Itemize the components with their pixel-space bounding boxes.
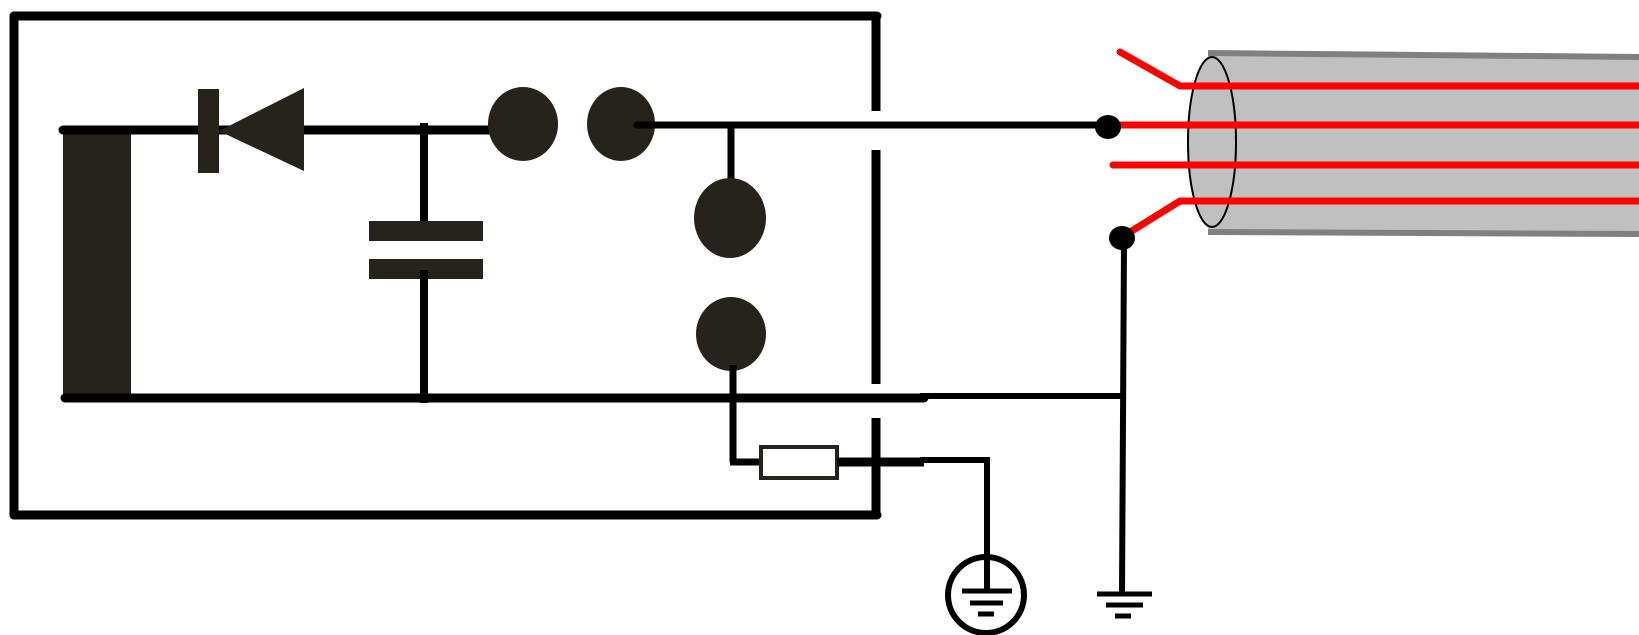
coaxial-cable (1107, 48, 1639, 241)
voltage-source-bar (63, 130, 131, 398)
diode-triangle (219, 88, 304, 171)
resistor (759, 445, 839, 480)
conductor-1-lead (1116, 48, 1184, 90)
capacitor (369, 123, 483, 403)
diode (198, 88, 304, 173)
spark-gap-upper-sphere-left (488, 87, 558, 161)
cable-input-node (1095, 115, 1121, 139)
shield-node (1109, 226, 1135, 250)
spark-gap-lower-sphere-bottom (696, 297, 766, 371)
capacitor-plate-bottom (369, 259, 483, 279)
spark-gap-upper (488, 87, 655, 161)
cable-edge-top (1207, 50, 1639, 60)
ground-circle (945, 554, 1027, 635)
shield-ground-wire (1119, 243, 1127, 593)
ground-symbol-cable-shield (1097, 591, 1152, 619)
cable-edge-bottom (1207, 229, 1639, 237)
cable-end-face (1187, 56, 1237, 228)
ground-symbol-circled (945, 554, 1027, 635)
capacitor-plate-top (369, 221, 483, 241)
cable-body (1208, 53, 1639, 234)
spark-gap-lower (694, 178, 766, 371)
spark-gap-upper-sphere-right (587, 87, 655, 161)
diode-bar (198, 89, 219, 173)
spark-gap-lower-sphere-top (694, 178, 766, 258)
